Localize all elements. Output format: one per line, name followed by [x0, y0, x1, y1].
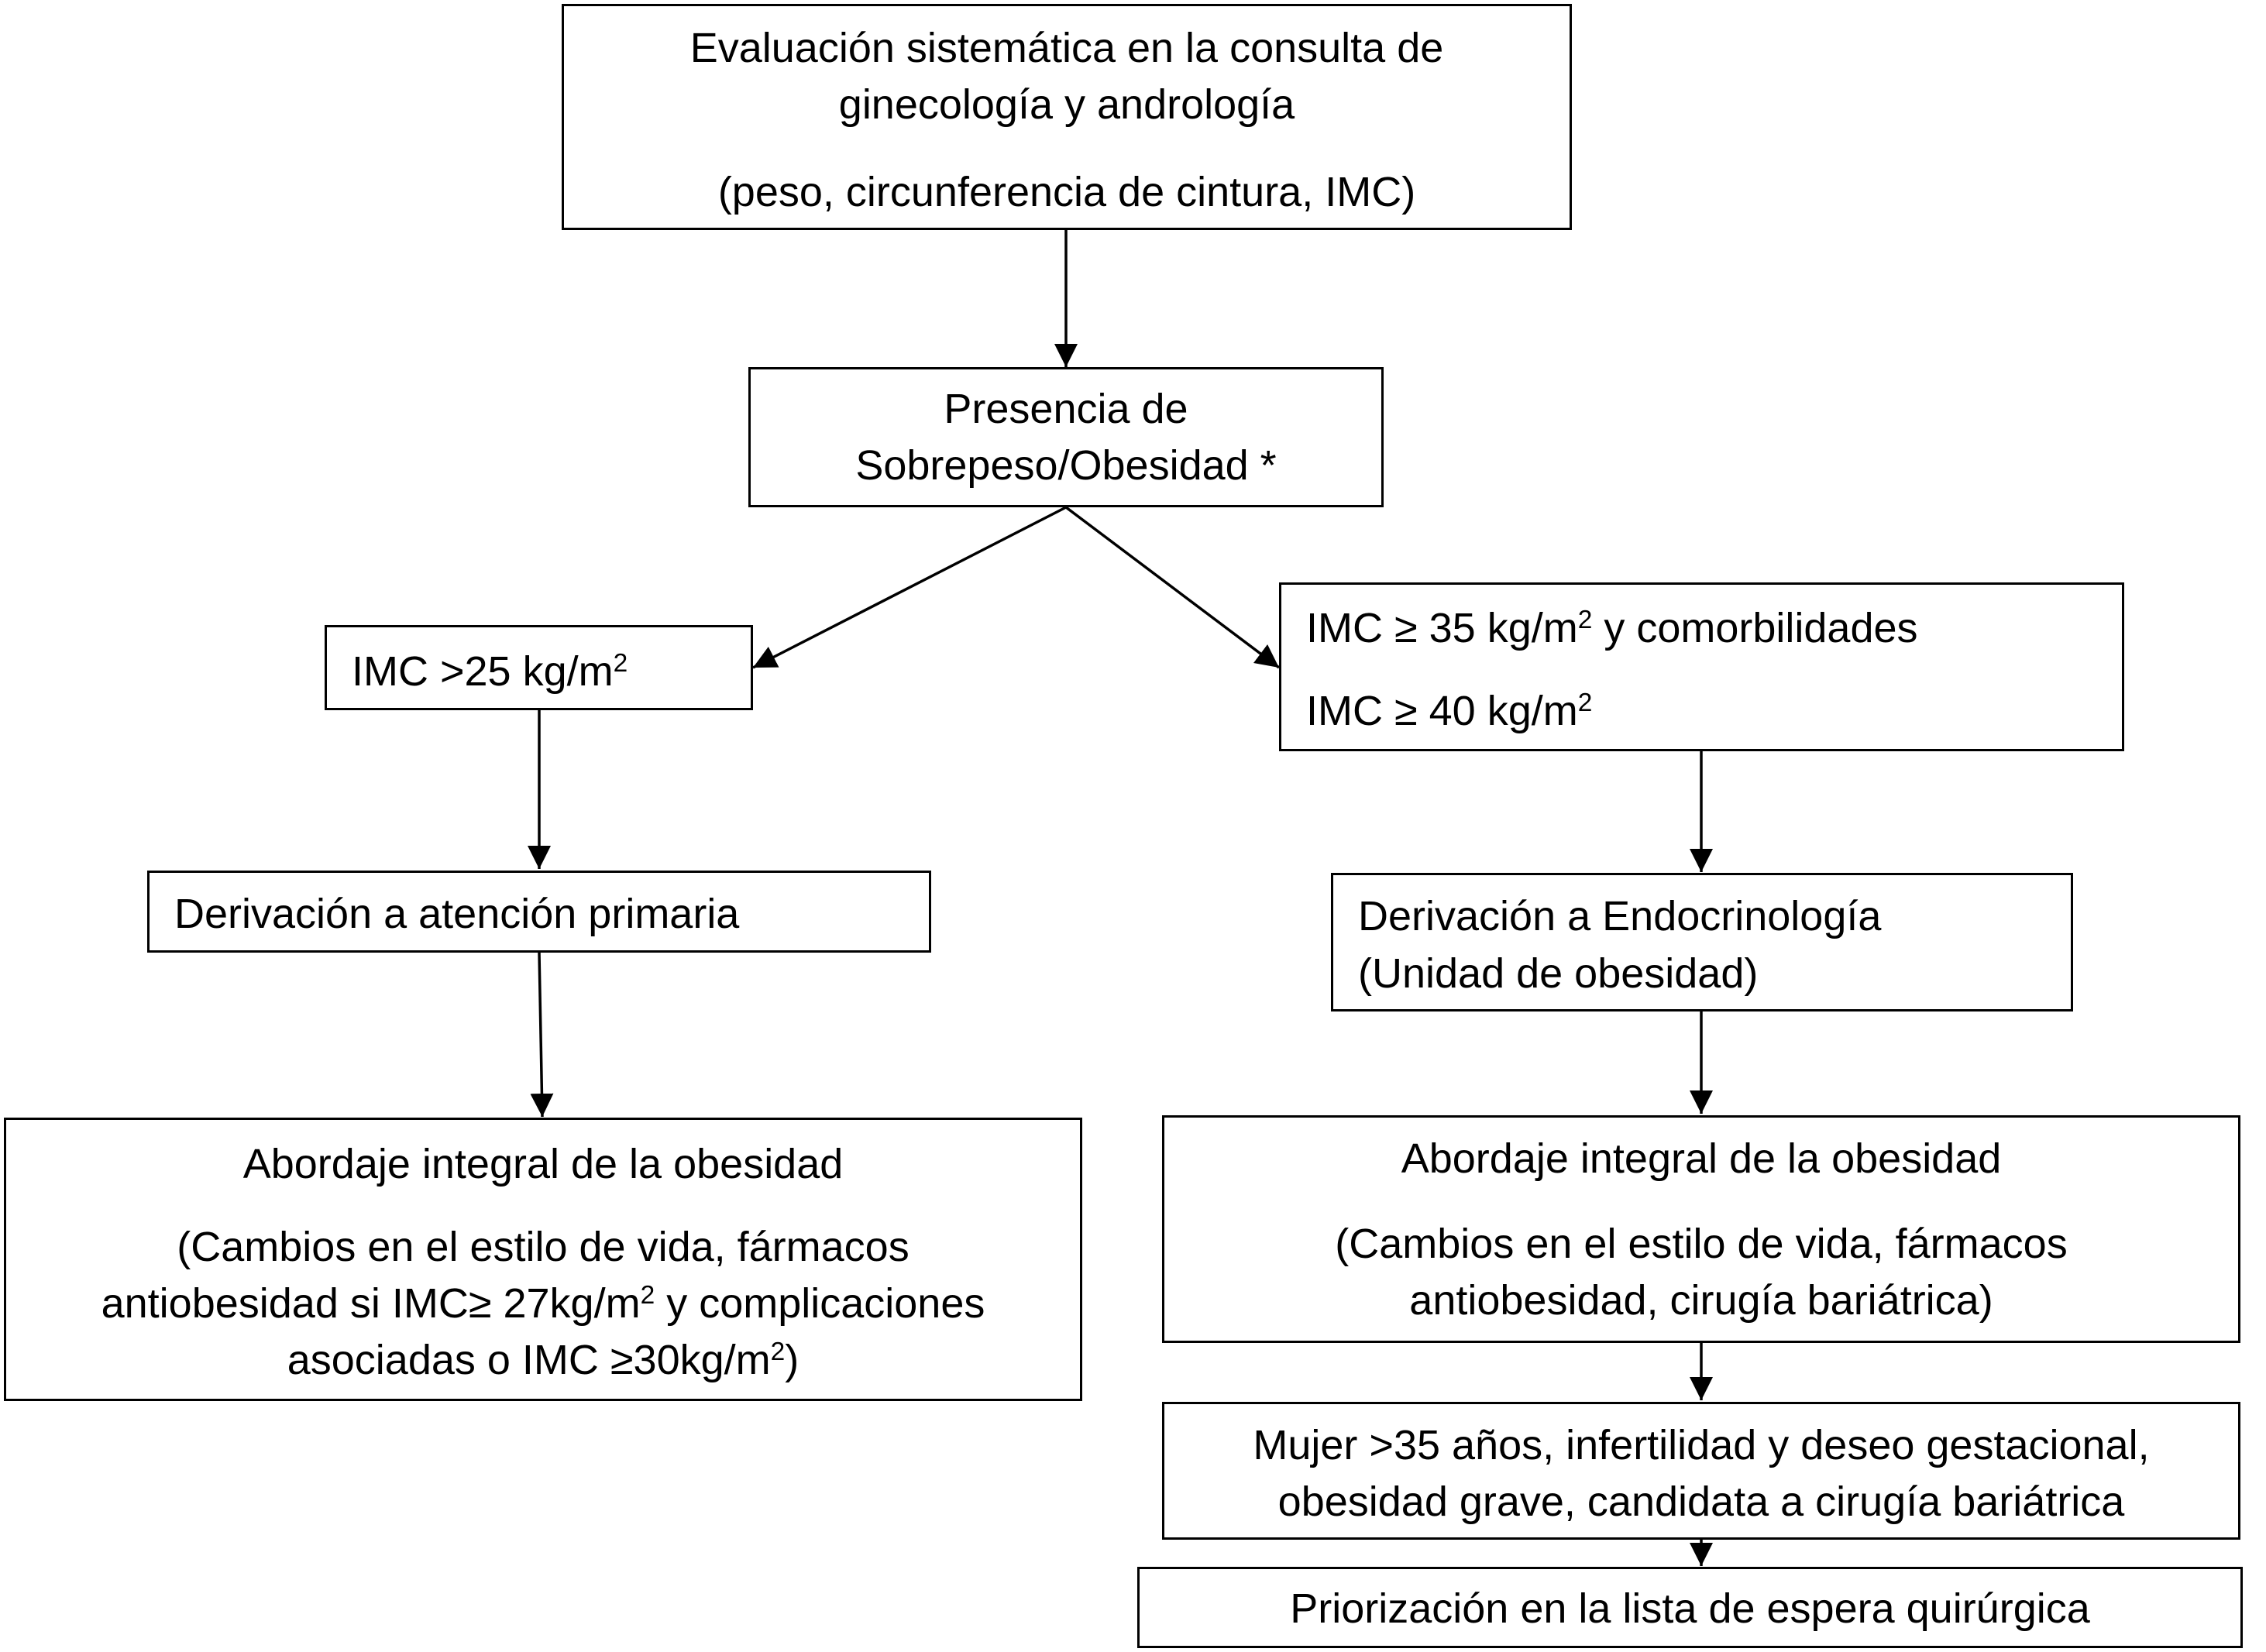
- node-text-line: Sobrepeso/Obesidad *: [855, 442, 1277, 489]
- node-text-line: Priorización en la lista de espera quirú…: [1290, 1585, 2090, 1632]
- node-text-line: (Cambios en el estilo de vida, fármacos: [177, 1224, 909, 1270]
- node-text-line: IMC ≥ 35 kg/m2 y comorbilidades: [1306, 605, 1918, 651]
- node-text-line: asociadas o IMC ≥30kg/m2): [287, 1337, 799, 1383]
- node-surgical-waitlist-priority: Priorización en la lista de espera quirú…: [1137, 1567, 2243, 1648]
- arrow-presence-to-imc35: [1064, 506, 1281, 669]
- node-text-line: (Unidad de obesidad): [1358, 950, 1759, 997]
- node-woman-over-35: Mujer >35 años, infertilidad y deseo ges…: [1162, 1402, 2240, 1540]
- node-text-line: Derivación a atención primaria: [174, 891, 740, 937]
- node-endocrinology-referral: Derivación a Endocrinología (Unidad de o…: [1331, 873, 2073, 1011]
- node-integral-approach-right: Abordaje integral de la obesidad (Cambio…: [1162, 1115, 2240, 1343]
- node-bmi-over-25: IMC >25 kg/m2: [325, 625, 753, 710]
- node-bmi-35-40: IMC ≥ 35 kg/m2 y comorbilidades IMC ≥ 40…: [1279, 582, 2124, 751]
- node-text-line: (Cambios en el estilo de vida, fármacos: [1335, 1221, 2068, 1267]
- node-systematic-evaluation: Evaluación sistemática en la consulta de…: [562, 4, 1572, 230]
- node-primary-care-referral: Derivación a atención primaria: [147, 871, 931, 953]
- node-text-line: obesidad grave, candidata a cirugía bari…: [1277, 1479, 2125, 1525]
- node-text-line: Presencia de: [944, 386, 1188, 432]
- node-overweight-presence: Presencia de Sobrepeso/Obesidad *: [748, 367, 1384, 507]
- node-text-line: ginecología y andrología: [838, 81, 1295, 128]
- node-text-line: (peso, circunferencia de cintura, IMC): [717, 169, 1416, 215]
- node-text-line: Derivación a Endocrinología: [1358, 893, 1882, 939]
- node-integral-approach-left: Abordaje integral de la obesidad (Cambio…: [4, 1118, 1082, 1401]
- arrow-primary-to-integral-left: [530, 952, 554, 1118]
- arrow-presence-to-imc25: [752, 506, 1067, 669]
- node-text-line: IMC ≥ 40 kg/m2: [1306, 688, 1593, 734]
- node-text-line: antiobesidad si IMC≥ 27kg/m2 y complicac…: [101, 1280, 985, 1327]
- node-text-line: IMC >25 kg/m2: [352, 648, 628, 695]
- node-text-line: Abordaje integral de la obesidad: [242, 1141, 844, 1187]
- node-text-line: Mujer >35 años, infertilidad y deseo ges…: [1253, 1422, 2150, 1468]
- node-text-line: Evaluación sistemática en la consulta de: [689, 25, 1444, 71]
- node-text-line: antiobesidad, cirugía bariátrica): [1409, 1277, 1993, 1324]
- node-text-line: Abordaje integral de la obesidad: [1401, 1135, 2002, 1182]
